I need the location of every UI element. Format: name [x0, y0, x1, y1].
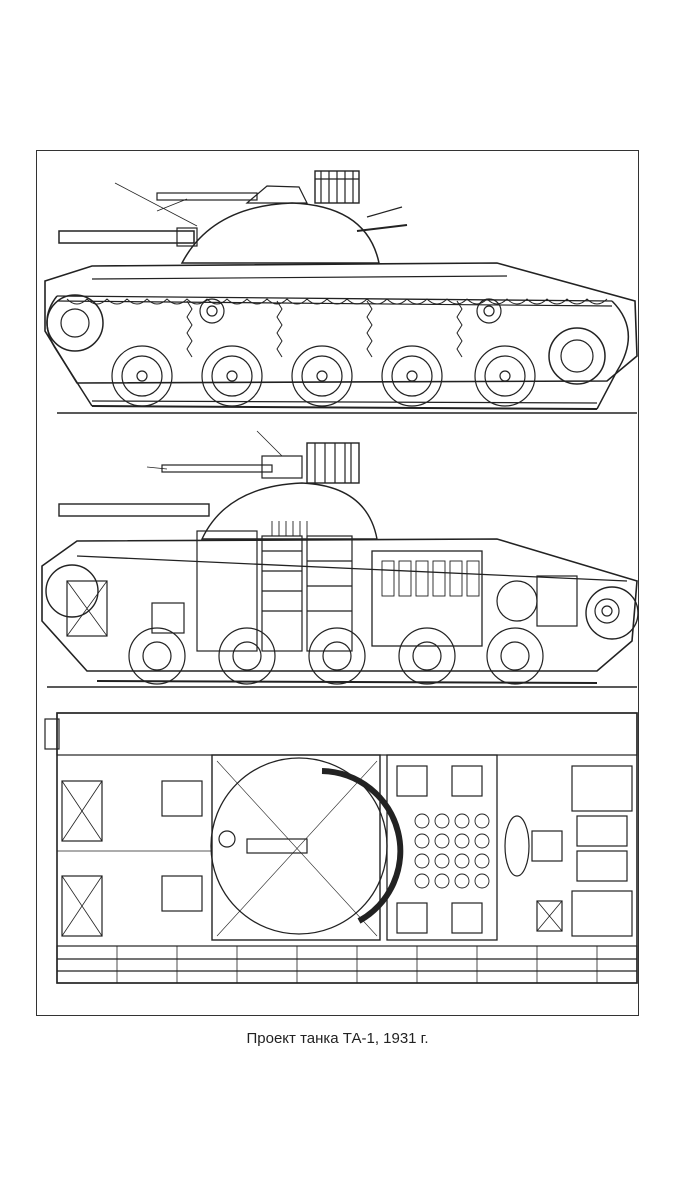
- side-view-drawing: [44, 170, 638, 414]
- figure-caption: Проект танка ТА-1, 1931 г.: [246, 1030, 429, 1047]
- section-view-drawing: [41, 430, 639, 688]
- plan-view-drawing: [44, 712, 638, 984]
- drawing-frame: [36, 150, 639, 1016]
- tank-drawings: [41, 170, 639, 984]
